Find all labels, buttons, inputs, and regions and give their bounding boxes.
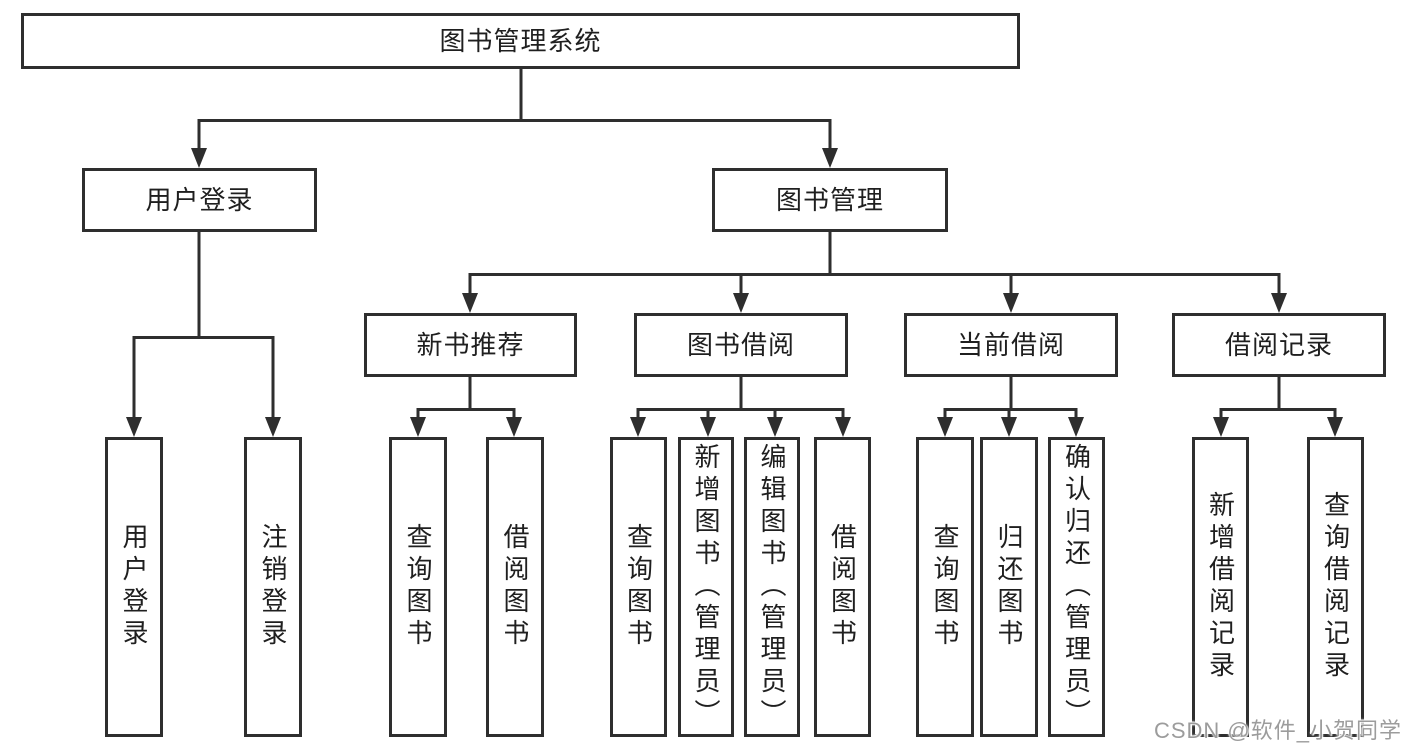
node-return-books: 归还图书 bbox=[980, 437, 1038, 737]
node-user-login-group: 用户登录 bbox=[82, 168, 317, 232]
node-query-books-current: 查询图书 bbox=[916, 437, 974, 737]
node-borrow-books-borrowing-label: 借阅图书 bbox=[827, 523, 858, 651]
node-borrow-books-borrowing: 借阅图书 bbox=[814, 437, 871, 737]
node-book-borrowing: 图书借阅 bbox=[634, 313, 848, 377]
node-borrowing-records-label: 借阅记录 bbox=[1224, 329, 1333, 360]
node-confirm-return-admin: 确认归还（管理员） bbox=[1048, 437, 1105, 737]
node-new-book-recommend: 新书推荐 bbox=[364, 313, 577, 377]
node-query-borrow-record: 查询借阅记录 bbox=[1307, 437, 1364, 737]
node-add-borrow-record-label: 新增借阅记录 bbox=[1205, 491, 1236, 683]
node-user-login: 用户登录 bbox=[105, 437, 163, 737]
node-return-books-label: 归还图书 bbox=[994, 523, 1024, 651]
node-borrow-books-recommend-label: 借阅图书 bbox=[500, 523, 530, 651]
node-add-borrow-record: 新增借阅记录 bbox=[1192, 437, 1249, 737]
node-query-books-current-label: 查询图书 bbox=[930, 523, 960, 651]
node-book-borrowing-label: 图书借阅 bbox=[686, 329, 795, 360]
node-query-books-borrowing: 查询图书 bbox=[610, 437, 667, 737]
node-root: 图书管理系统 bbox=[21, 13, 1020, 69]
node-user-login-group-label: 用户登录 bbox=[145, 184, 254, 215]
node-add-books-admin: 新增图书（管理员） bbox=[678, 437, 734, 737]
node-logout-label: 注销登录 bbox=[258, 523, 288, 651]
node-query-books-recommend-label: 查询图书 bbox=[403, 523, 433, 651]
node-logout: 注销登录 bbox=[244, 437, 302, 737]
node-book-management: 图书管理 bbox=[712, 168, 948, 232]
node-borrowing-records: 借阅记录 bbox=[1172, 313, 1386, 377]
node-add-books-admin-label: 新增图书（管理员） bbox=[691, 443, 721, 731]
node-new-book-recommend-label: 新书推荐 bbox=[416, 329, 525, 360]
node-borrow-books-recommend: 借阅图书 bbox=[486, 437, 544, 737]
node-query-borrow-record-label: 查询借阅记录 bbox=[1320, 491, 1351, 683]
node-query-books-borrowing-label: 查询图书 bbox=[623, 523, 654, 651]
node-current-borrowing-label: 当前借阅 bbox=[956, 329, 1065, 360]
node-edit-books-admin: 编辑图书（管理员） bbox=[744, 437, 800, 737]
node-root-label: 图书管理系统 bbox=[439, 25, 602, 56]
node-current-borrowing: 当前借阅 bbox=[904, 313, 1118, 377]
node-book-management-label: 图书管理 bbox=[775, 184, 884, 215]
node-confirm-return-admin-label: 确认归还（管理员） bbox=[1061, 443, 1092, 731]
node-edit-books-admin-label: 编辑图书（管理员） bbox=[757, 443, 787, 731]
node-user-login-label: 用户登录 bbox=[119, 523, 149, 651]
watermark: CSDN @软件_小贺同学 bbox=[1153, 718, 1402, 743]
node-query-books-recommend: 查询图书 bbox=[389, 437, 447, 737]
